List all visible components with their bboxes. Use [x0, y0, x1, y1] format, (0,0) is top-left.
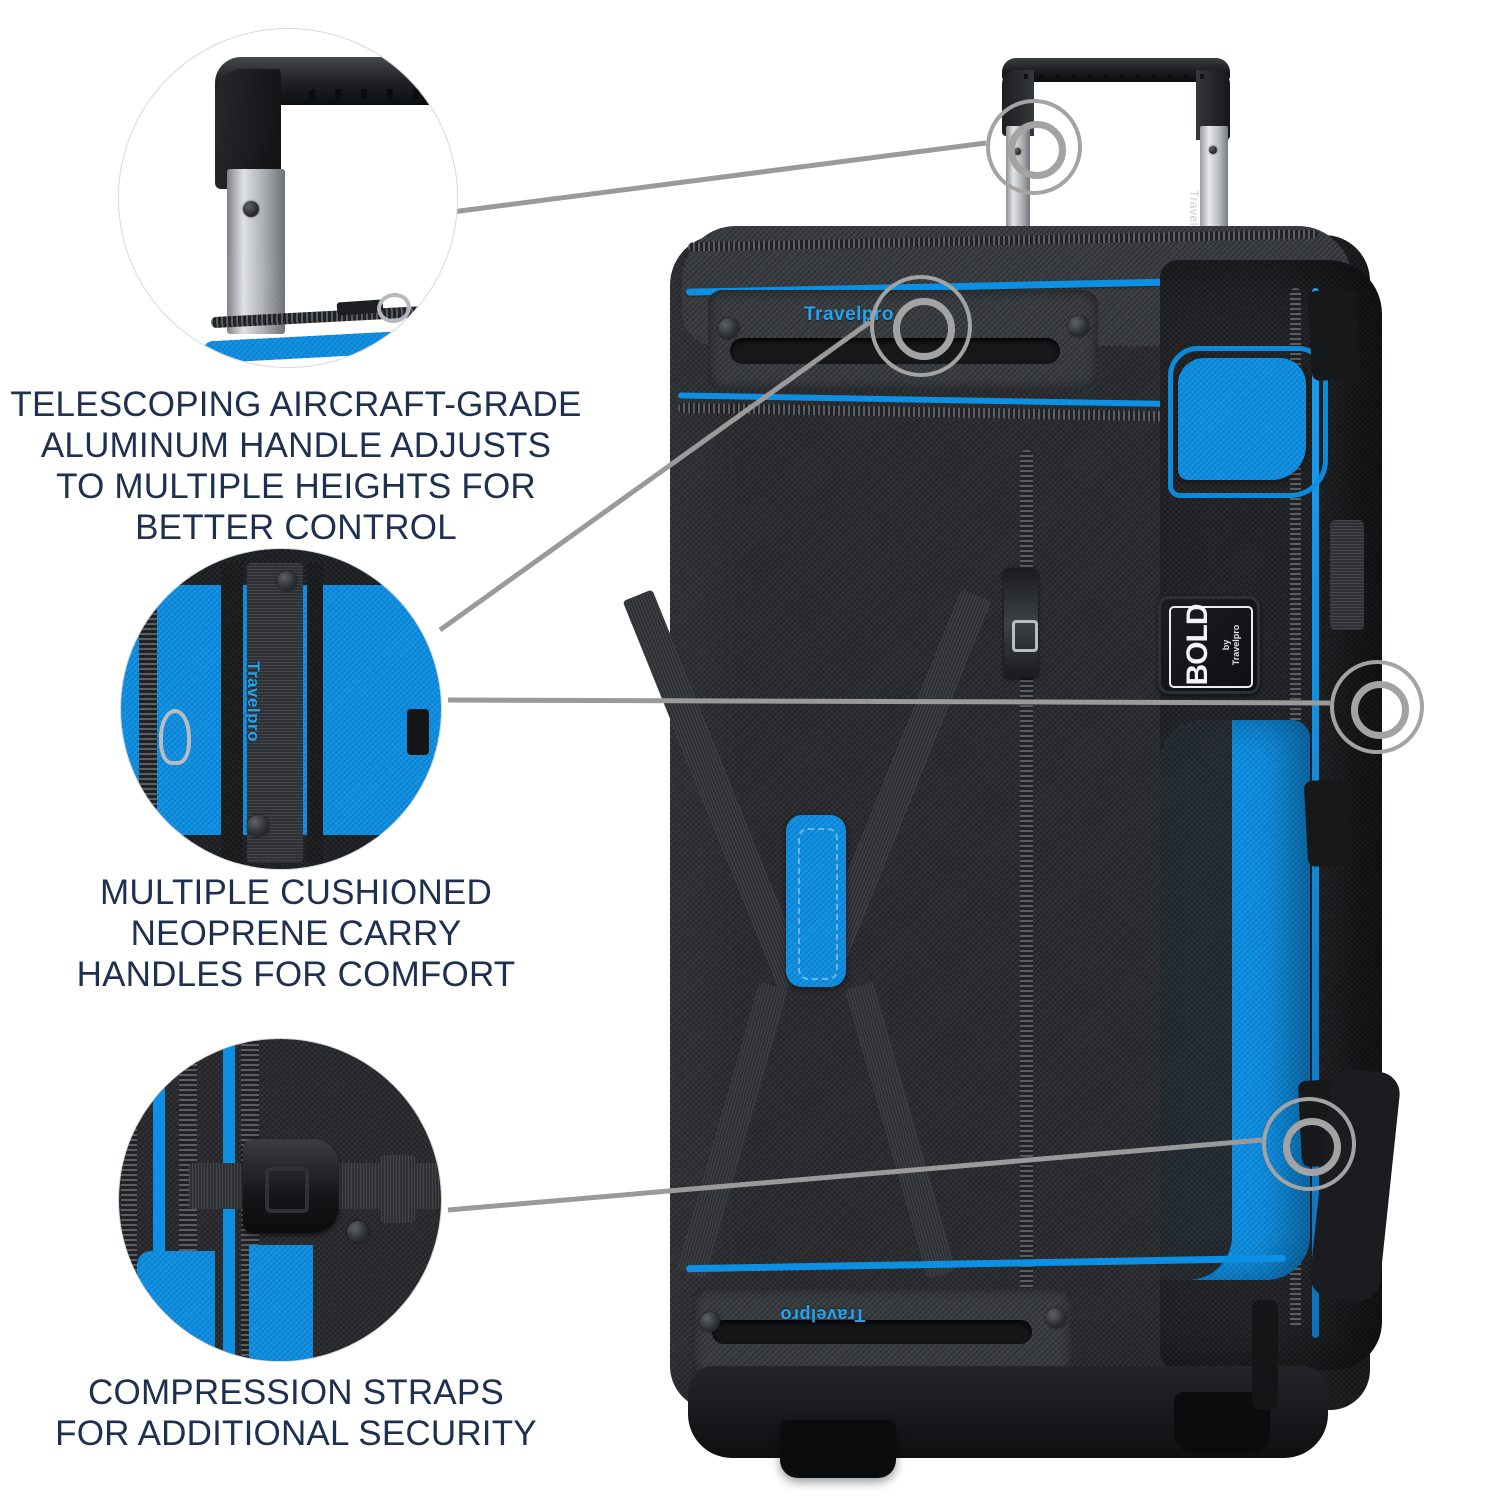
bold-patch-border [1169, 606, 1253, 688]
compression-buckle-middle[interactable] [1303, 778, 1353, 868]
inset1-grip-dimples [309, 89, 439, 99]
carry-handles-detail: Travelpro [120, 548, 442, 870]
product-photo: Travelpro Travelpro BOLD by [600, 20, 1500, 1490]
caption-compression-straps: COMPRESSION STRAPS FOR ADDITIONAL SECURI… [55, 1373, 537, 1453]
side-strap-tab [1330, 520, 1364, 630]
upper-blue-panel-trim [1168, 346, 1328, 498]
lower-panel-black-overlay [1160, 720, 1232, 1280]
bottom-handle-brand-label: Travelpro [780, 1305, 866, 1325]
bottom-plate-rivet-right [1046, 1308, 1066, 1328]
inset2-zipper-pull[interactable] [159, 709, 191, 765]
handle-plate-rivet-left [718, 318, 739, 339]
wheel-left [780, 1420, 896, 1478]
inset1-aluminum-tube [227, 169, 285, 334]
inset3-rivet [347, 1221, 369, 1243]
inset2-zipper [139, 573, 157, 843]
inset2-brand-label: Travelpro [244, 661, 263, 743]
front-zipper-pull[interactable] [1004, 568, 1038, 678]
front-zipper-pull-ring[interactable] [1012, 620, 1038, 652]
compression-buckle-upper[interactable] [1307, 288, 1361, 382]
neoprene-carry-grip[interactable] [786, 815, 846, 987]
inset2-rivet-bottom [247, 815, 269, 837]
inset2-divider-strip-right [307, 563, 323, 863]
handle-adjust-button-right [1209, 146, 1217, 154]
handle-plate-rivet-right [1068, 316, 1089, 337]
bottom-carry-handle-slot [712, 1320, 1032, 1344]
inset3-blue-corner-panel [137, 1251, 215, 1361]
inset3-strap-keeper [381, 1155, 415, 1223]
inset2-rivet-top [277, 571, 297, 591]
inset2-carry-handle-webbing [247, 563, 303, 863]
inset3-zipper-outer [121, 1039, 137, 1361]
inset3-blue-panel-lower [249, 1245, 313, 1361]
neoprene-grip-stitching [798, 828, 838, 980]
inset3-buckle-slot [265, 1167, 309, 1213]
inset2-side-zipper-pull[interactable] [407, 709, 429, 755]
bold-logo-patch: BOLD by Travelpro [1158, 596, 1260, 694]
caption-telescoping-handle: TELESCOPING AIRCRAFT-GRADE ALUMINUM HAND… [10, 385, 582, 547]
inset2-divider-strip-left [221, 563, 243, 863]
bold-patch-secondary-text: by Travelpro [1221, 624, 1241, 666]
bottom-plate-rivet-left [700, 1312, 720, 1332]
grip-texture [1024, 74, 1210, 79]
compression-strap-detail [118, 1038, 442, 1362]
inset1-adjust-button [243, 201, 259, 217]
caption-carry-handles: MULTIPLE CUSHIONED NEOPRENE CARRY HANDLE… [76, 873, 516, 994]
telescoping-handle-detail [118, 28, 458, 368]
side-zipper-pull-strap[interactable] [1252, 1300, 1278, 1410]
inset3-side-release-buckle[interactable] [243, 1139, 339, 1233]
